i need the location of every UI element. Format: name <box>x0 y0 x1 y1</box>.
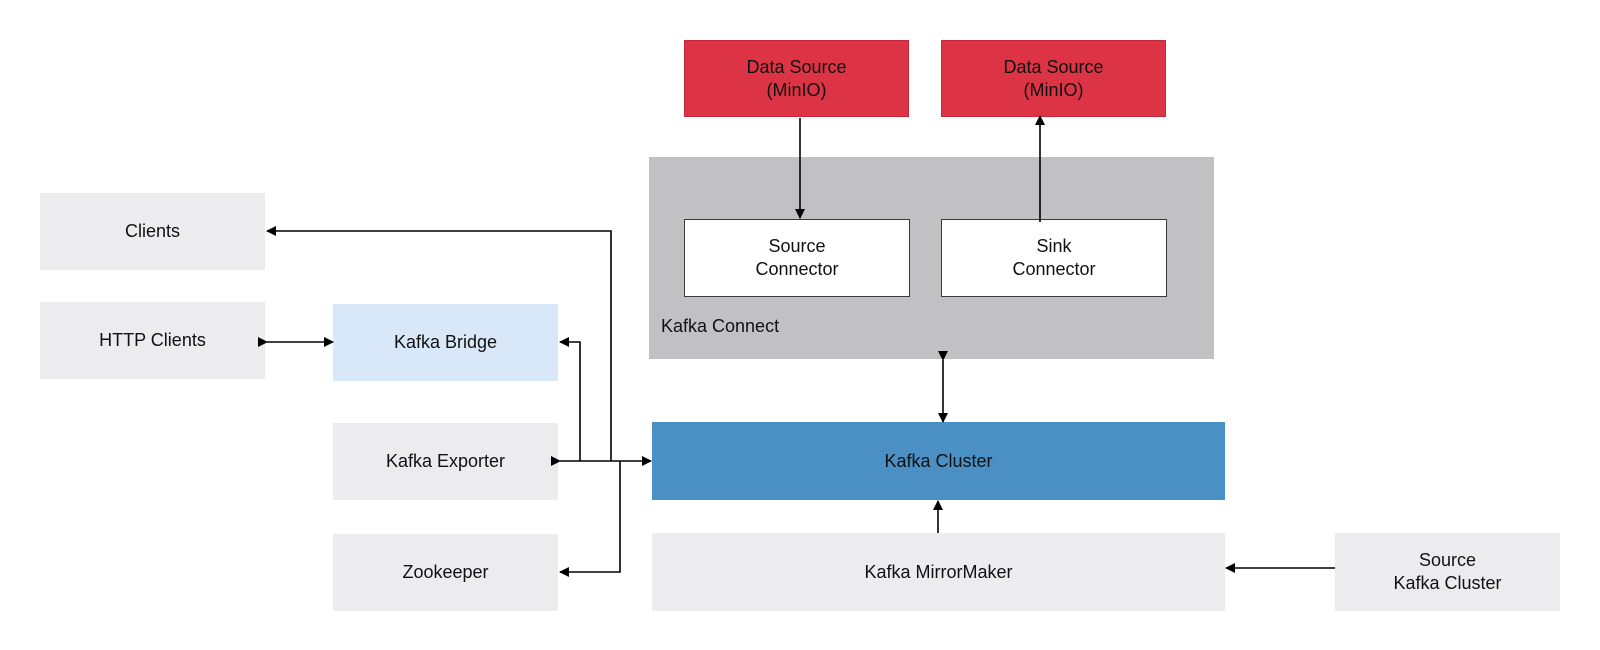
data-source-box-output: Data Source (MinIO) <box>941 40 1166 117</box>
data-source-box-input: Data Source (MinIO) <box>684 40 909 117</box>
http-clients-box: HTTP Clients <box>40 302 265 379</box>
kafka-mirrormaker-box: Kafka MirrorMaker <box>652 533 1225 611</box>
data-source-input-label: Data Source (MinIO) <box>746 56 847 100</box>
http-clients-label: HTTP Clients <box>99 330 206 350</box>
sink-connector-box: Sink Connector <box>941 219 1167 297</box>
zookeeper-label: Zookeeper <box>402 562 489 582</box>
zookeeper-box: Zookeeper <box>333 534 558 611</box>
bridge-path-arrow <box>559 337 581 461</box>
clients-box: Clients <box>40 193 265 270</box>
source-kafka-cluster-label: Source Kafka Cluster <box>1393 550 1502 593</box>
zookeeper-path-arrow <box>559 461 621 577</box>
sink-connector-label: Sink Connector <box>1012 236 1096 279</box>
source-connector-label: Source Connector <box>755 236 839 279</box>
kafka-connect-label: Kafka Connect <box>661 316 780 336</box>
source-kafka-cluster-box: Source Kafka Cluster <box>1335 533 1560 611</box>
source-connector-box: Source Connector <box>684 219 910 297</box>
kafka-cluster-label: Kafka Cluster <box>884 450 993 471</box>
kafka-bridge-box: Kafka Bridge <box>333 304 558 381</box>
kafka-cluster-box: Kafka Cluster <box>652 422 1225 500</box>
kafka-bridge-label: Kafka Bridge <box>393 332 498 352</box>
data-source-output-label: Data Source (MinIO) <box>1003 56 1104 100</box>
kafka-mirrormaker-label: Kafka MirrorMaker <box>864 561 1013 582</box>
kafka-exporter-label: Kafka Exporter <box>385 451 506 471</box>
kafka-exporter-box: Kafka Exporter <box>333 423 558 500</box>
clients-label: Clients <box>124 221 181 241</box>
clients-path-arrow <box>266 226 612 461</box>
